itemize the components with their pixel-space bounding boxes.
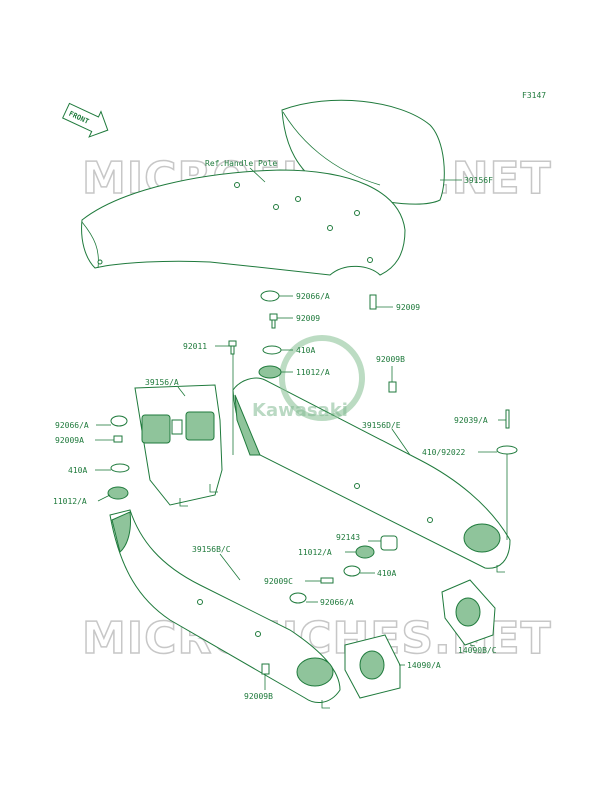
lower-rail-part — [109, 509, 341, 709]
fender-part — [81, 169, 406, 276]
label-11012A-mid: 11012/A — [296, 368, 330, 377]
label-11012A-left: 11012/A — [53, 497, 87, 506]
label-92009-mid: 92009 — [296, 314, 320, 323]
label-39156A: 39156/A — [145, 378, 179, 387]
grommet-a-part — [344, 634, 401, 699]
label-92009A: 92009A — [55, 436, 84, 445]
label-39156BC: 39156B/C — [192, 545, 231, 554]
grommet-bc-part — [441, 579, 496, 646]
label-410A-left: 410A — [68, 466, 87, 475]
kawasaki-logo-text: Kawasaki — [252, 400, 348, 421]
label-92009B-top: 92009B — [376, 355, 405, 364]
label-14090BC: 14090B/C — [458, 646, 497, 655]
label-92066A-left: 92066/A — [55, 421, 89, 430]
kawasaki-logo: Kawasaki — [252, 335, 365, 421]
label-410A-low: 410A — [377, 569, 396, 578]
label-92011: 92011 — [183, 342, 207, 351]
part-labels: 39156F 92066/A 92009 92009 92011 410A 11… — [53, 176, 497, 701]
label-92143: 92143 — [336, 533, 360, 542]
label-14090A: 14090/A — [407, 661, 441, 670]
label-11012A-low: 11012/A — [298, 548, 332, 557]
label-92009B-bottom: 92009B — [244, 692, 273, 701]
front-arrow-icon: FRONT — [62, 102, 109, 138]
figure-code: F3147 — [522, 91, 546, 100]
label-410-92022: 410/92022 — [422, 448, 466, 457]
label-92009C: 92009C — [264, 577, 293, 586]
left-bracket-part — [134, 384, 223, 507]
label-39156DE: 39156D/E — [362, 421, 401, 430]
label-410A-mid: 410A — [296, 346, 315, 355]
hardware-parts — [107, 290, 518, 675]
label-92066A-top: 92066/A — [296, 292, 330, 301]
ref-handle-pole-label: Ref.Handle Pole — [205, 159, 277, 168]
label-92066A-low: 92066/A — [320, 598, 354, 607]
right-rail-part — [232, 377, 511, 573]
label-92009-top: 92009 — [396, 303, 420, 312]
label-92039A: 92039/A — [454, 416, 488, 425]
leader-lines — [95, 179, 508, 690]
label-39156F: 39156F — [464, 176, 493, 185]
